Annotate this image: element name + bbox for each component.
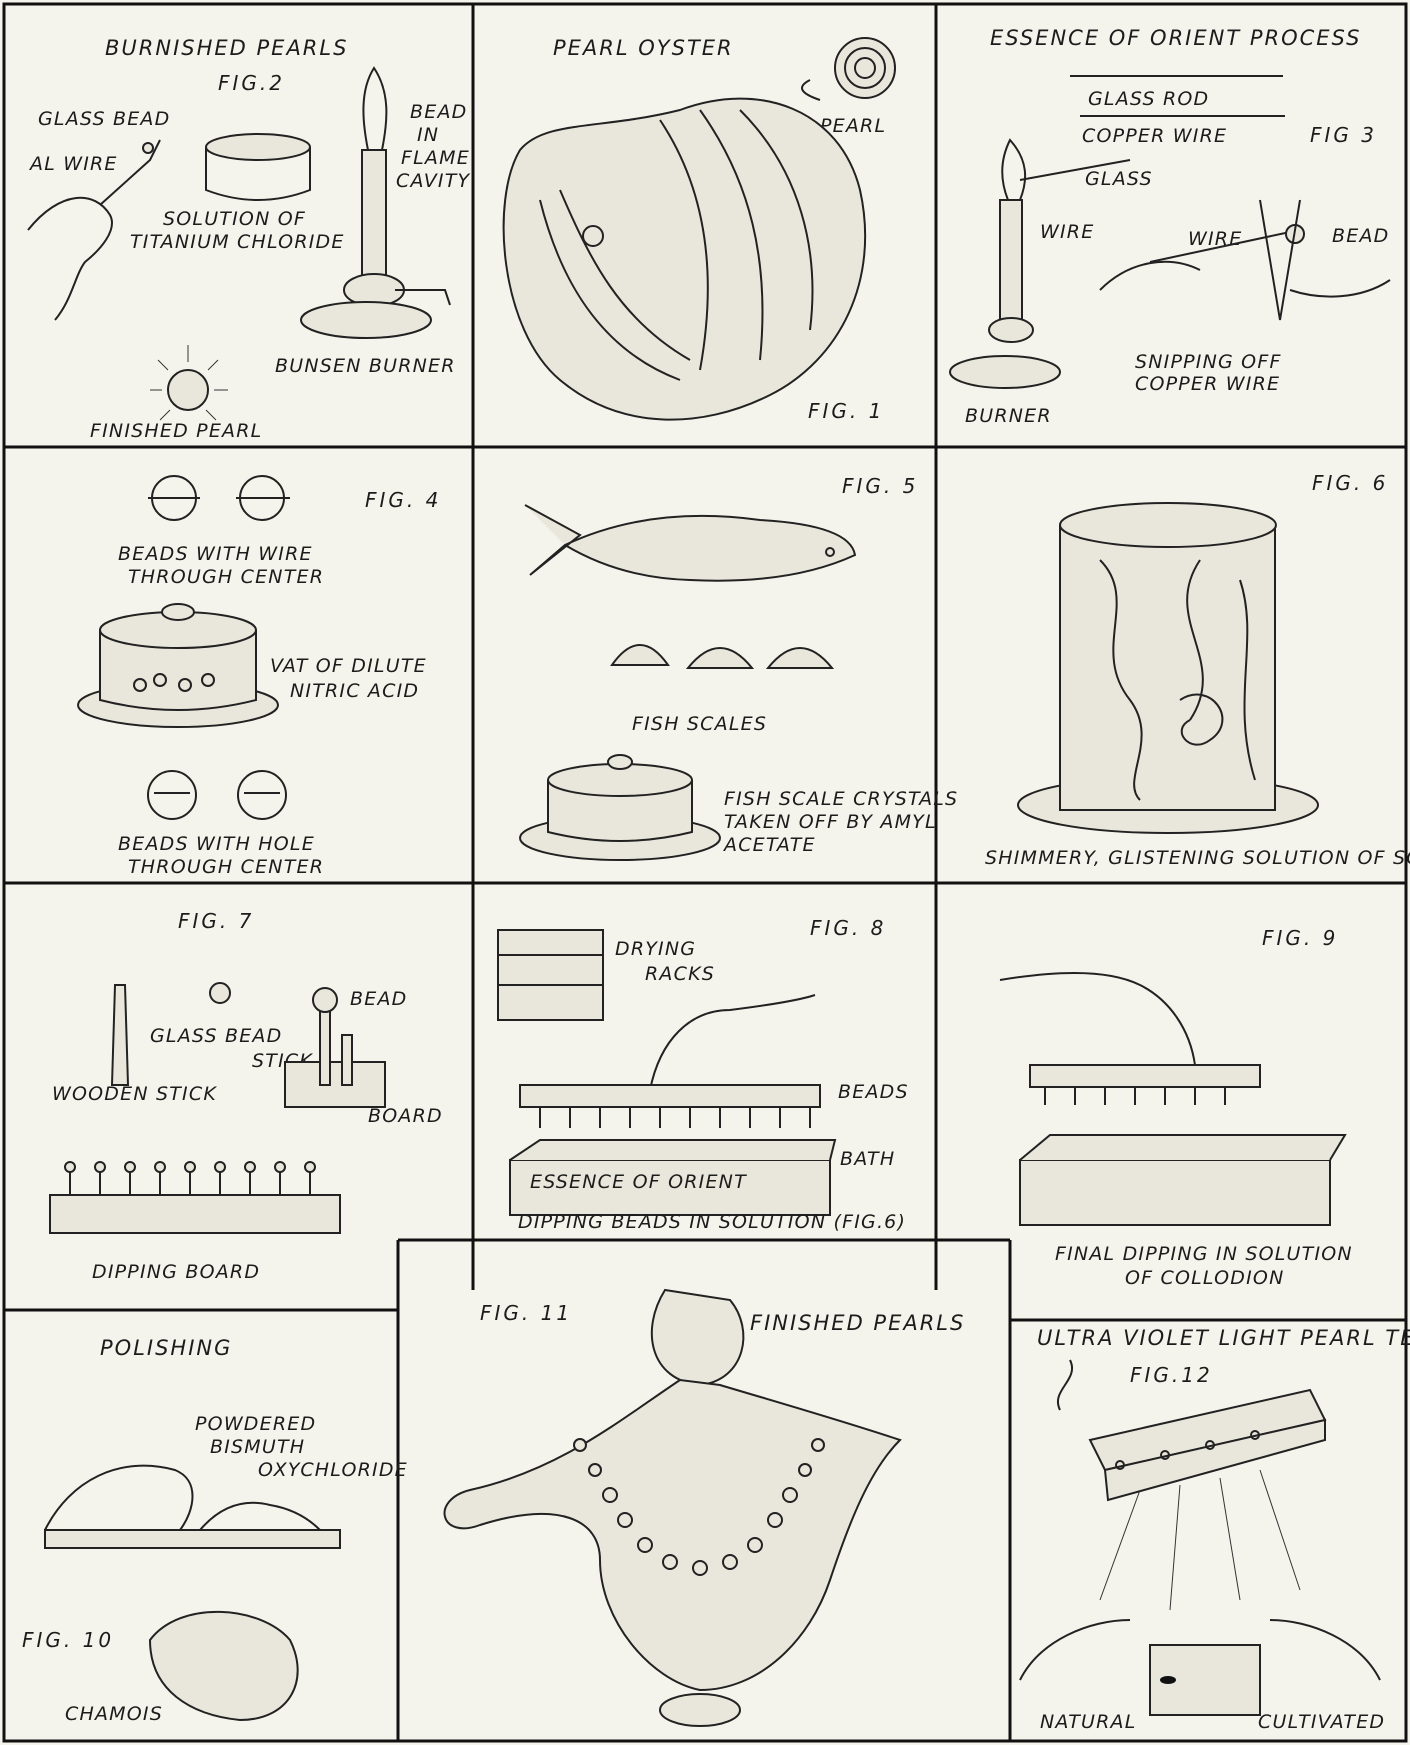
dipping-caption: DIPPING BEADS IN SOLUTION (FIG.6) [518, 1211, 906, 1233]
beads-hole-label-2: THROUGH CENTER [128, 856, 324, 878]
board-label: BOARD [368, 1105, 443, 1127]
powder-label-2: BISMUTH [210, 1436, 305, 1458]
crystals-label-1: FISH SCALE CRYSTALS [724, 788, 958, 810]
figure-number: FIG 3 [1310, 123, 1377, 147]
figure-number: FIG. 9 [1262, 926, 1338, 950]
figure-number: FIG. 1 [808, 399, 884, 423]
essence-label: ESSENCE OF ORIENT [530, 1171, 747, 1193]
bead-label: BEAD [1332, 225, 1389, 247]
snipping-label-1: SNIPPING OFF [1135, 351, 1282, 373]
figure-number: FIG. 8 [810, 916, 886, 940]
pearl-icon [835, 38, 895, 98]
glass-rod-label: GLASS ROD [1088, 88, 1209, 110]
panel-title: POLISHING [100, 1336, 232, 1360]
shimmery-caption: SHIMMERY, GLISTENING SOLUTION OF SCALES [985, 847, 1410, 869]
burner-label: BURNER [965, 405, 1052, 427]
figure-number: FIG. 4 [365, 488, 441, 512]
solution-label-1: SOLUTION OF [163, 208, 306, 230]
powder-label-1: POWDERED [195, 1413, 316, 1435]
glass-bead-label: GLASS BEAD [38, 108, 170, 130]
dipping-board-label: DIPPING BOARD [92, 1261, 260, 1283]
wooden-stick-icon [112, 985, 128, 1085]
bead-flame-label-2: IN [417, 124, 439, 146]
bead-flame-label-4: CAVITY [396, 170, 471, 192]
bunsen-burner-label: BUNSEN BURNER [275, 355, 456, 377]
figure-number: FIG. 5 [842, 474, 918, 498]
crystals-label-3: ACETATE [722, 834, 816, 856]
vat-icon [78, 604, 278, 727]
glass-bead-icon [143, 143, 153, 153]
vat-label-2: NITRIC ACID [290, 680, 419, 702]
fish-scales-label: FISH SCALES [632, 713, 767, 735]
bead-flame-label-3: FLAME [401, 147, 470, 169]
beads-wire-label-2: THROUGH CENTER [128, 566, 324, 588]
wire-label: WIRE [1040, 221, 1094, 243]
wire-label-2: WIRE [1188, 228, 1242, 250]
chamois-label: CHAMOIS [65, 1703, 163, 1725]
glass-label: GLASS [1085, 168, 1153, 190]
pearl-in-oyster-icon [583, 226, 603, 246]
finished-pearl-label: FINISHED PEARL [90, 420, 262, 442]
bead-board-icon [520, 1085, 820, 1107]
drying-racks-label-1: DRYING [615, 938, 696, 960]
panel-title: ESSENCE OF ORIENT PROCESS [990, 26, 1361, 50]
figure-number: FIG. 7 [178, 909, 254, 933]
collodion-caption-2: OF COLLODION [1125, 1267, 1285, 1289]
glass-bead-label: GLASS BEAD [150, 1025, 282, 1047]
panel-title: BURNISHED PEARLS [105, 36, 348, 60]
dish-icon [206, 134, 310, 160]
drying-racks-label-2: RACKS [645, 963, 715, 985]
panel-title: ULTRA VIOLET LIGHT PEARL TEST [1037, 1326, 1410, 1350]
fish-scales-icon [612, 645, 832, 668]
bath-label: BATH [840, 1148, 895, 1170]
snipping-label-2: COPPER WIRE [1135, 373, 1280, 395]
collodion-bath-icon [1020, 1135, 1345, 1225]
beads-label: BEADS [838, 1081, 909, 1103]
shimmering-jar-illustration [1018, 503, 1318, 833]
figure-number: FIG.12 [1130, 1363, 1213, 1387]
glass-bead-icon [210, 983, 230, 1003]
drying-racks-icon [498, 930, 603, 1020]
powder-label-3: OXYCHLORIDE [258, 1459, 408, 1481]
vat-label-1: VAT OF DILUTE [270, 655, 427, 677]
wooden-stick-label: WOODEN STICK [52, 1083, 217, 1105]
panel-title: FINISHED PEARLS [750, 1311, 965, 1335]
beads-hole-label-1: BEADS WITH HOLE [118, 833, 315, 855]
figure-number: FIG.2 [218, 71, 285, 95]
polishing-board-icon [45, 1530, 340, 1548]
figure-number: FIG. 6 [1312, 471, 1388, 495]
collodion-caption-1: FINAL DIPPING IN SOLUTION [1055, 1243, 1353, 1265]
figure-number: FIG. 10 [22, 1628, 114, 1652]
bead-label: BEAD [350, 988, 407, 1010]
wire-label: AL WIRE [28, 153, 118, 175]
bead-flame-label-1: BEAD [410, 101, 467, 123]
figure-number: FIG. 11 [480, 1301, 572, 1325]
bead-board-icon [1030, 1065, 1260, 1087]
copper-wire-label: COPPER WIRE [1082, 125, 1227, 147]
cultivated-label: CULTIVATED [1258, 1711, 1385, 1733]
crystals-label-2: TAKEN OFF BY AMYL [724, 811, 937, 833]
solution-label-2: TITANIUM CHLORIDE [130, 231, 345, 253]
beads-wire-label-1: BEADS WITH WIRE [118, 543, 313, 565]
natural-label: NATURAL [1040, 1711, 1137, 1733]
panel-title: PEARL OYSTER [553, 36, 734, 60]
